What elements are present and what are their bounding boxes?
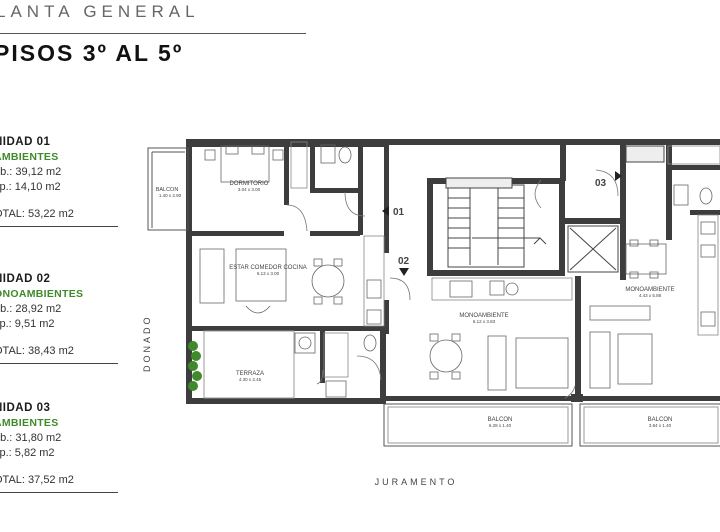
room-label: MONOAMBIENTE (459, 313, 508, 319)
svg-text:01: 01 (393, 207, 405, 218)
svg-text:02: 02 (398, 256, 410, 267)
room-label: BALCON (156, 187, 179, 193)
room-dims: 4.30 x 2.45 (239, 377, 262, 382)
unit-02-card: NIDAD 02 ONOAMBIENTES ub.: 28,92 m2 xp.:… (0, 273, 118, 364)
unit-divider (0, 363, 118, 364)
unit-covered-area: ub.: 28,92 m2 (0, 303, 62, 315)
unit-marker-02: 02 (398, 256, 410, 276)
room-label: TERRAZA (236, 371, 264, 377)
room-label: MONOAMBIENTE (625, 287, 674, 293)
unit-divider (0, 226, 118, 227)
balconies (147, 147, 720, 447)
room-dims: 3.04 x 3.00 (238, 187, 261, 192)
room-dims: 1.40 x 2.90 (159, 193, 182, 198)
stair-core (445, 145, 665, 273)
unit-01-card: NIDAD 01 AMBIENTES ub.: 39,12 m2 xp.: 14… (0, 136, 118, 227)
street-label-front: JURAMENTO (375, 477, 458, 487)
unit-name: NIDAD 02 (0, 273, 51, 285)
unit-total-area: OTAL: 37,52 m2 (0, 474, 74, 486)
street-label-side: DONADO (142, 314, 152, 372)
terrace-hedge (188, 341, 202, 391)
header-title: LANTA GENERAL (0, 2, 200, 21)
header-subtitle: PISOS 3º AL 5º (0, 40, 184, 66)
unit-name: NIDAD 01 (0, 136, 51, 148)
room-dims: 6.28 x 1.40 (489, 423, 512, 428)
room-dims: 6.13 x 3.00 (257, 271, 280, 276)
unit-total-area: OTAL: 53,22 m2 (0, 208, 74, 220)
unit-exposed-area: xp.: 5,82 m2 (0, 447, 55, 459)
unit-03-card: NIDAD 03 AMBIENTES ub.: 31,80 m2 xp.: 5,… (0, 402, 118, 493)
unit-exposed-area: xp.: 9,51 m2 (0, 318, 55, 330)
unit-covered-area: ub.: 31,80 m2 (0, 432, 62, 444)
svg-text:03: 03 (595, 178, 607, 189)
unit-type: AMBIENTES (0, 417, 59, 429)
unit-type: ONOAMBIENTES (0, 288, 84, 300)
room-dims: 6.12 x 3.83 (473, 319, 496, 324)
furniture (199, 141, 720, 398)
unit-name: NIDAD 03 (0, 402, 51, 414)
unit-covered-area: ub.: 39,12 m2 (0, 166, 62, 178)
header-divider (0, 33, 306, 34)
room-dims: 3.84 x 1.40 (649, 423, 672, 428)
room-label: BALCON (488, 417, 513, 423)
unit-exposed-area: xp.: 14,10 m2 (0, 181, 61, 193)
unit-marker-01: 01 (382, 206, 405, 218)
room-label: BALCON (648, 417, 673, 423)
room-label: DORMITORIO (230, 181, 269, 187)
unit-marker-03: 03 (595, 171, 622, 189)
unit-type: AMBIENTES (0, 151, 59, 163)
room-label: ESTAR COMEDOR COCINA (229, 265, 307, 271)
unit-total-area: OTAL: 38,43 m2 (0, 345, 74, 357)
unit-divider (0, 492, 118, 493)
room-labels: BALCON 1.40 x 2.90 DORMITORIO 3.04 x 3.0… (156, 181, 675, 428)
door-arcs (286, 169, 619, 399)
room-dims: 4.43 x 5.88 (639, 293, 662, 298)
